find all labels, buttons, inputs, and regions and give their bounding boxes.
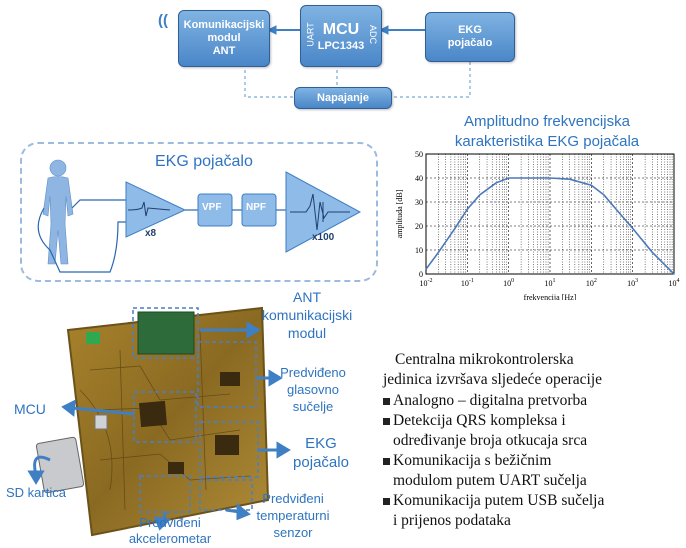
comm-module-block: Komunikacijski modul ANT (178, 10, 270, 67)
x-tick-label: 103 (627, 278, 638, 288)
description-intro-line2: jedinica izvršava sljedeće operacije (383, 371, 603, 388)
item-4-line1: Komunikacija putem USB sučelja (393, 492, 605, 509)
label-temp-line1: Predviđeni (262, 491, 324, 506)
label-audio-interface: Predviđeno glasovno sučelje (270, 364, 356, 415)
description-item-2: Detekcija QRS kompleksa i određivanje br… (383, 411, 683, 451)
amplifier-diagram-frame (20, 142, 378, 282)
power-block: Napajanje (294, 87, 392, 109)
label-ekg-line2: pojačalo (293, 454, 349, 471)
label-ant-line2: komunikacijski (262, 307, 353, 323)
description-intro-line1: Centralna mikrokontrolerska (395, 351, 574, 368)
x-tick-label: 10-2 (420, 278, 433, 288)
x-axis-label: frekvencija [Hz] (524, 293, 577, 300)
mcu-title: MCU (322, 20, 360, 38)
y-axis-label: amplituda [dB] (395, 189, 404, 238)
adc-label: ADC (367, 24, 378, 45)
bullet-icon (383, 417, 390, 425)
description-item-1: Analogno – digitalna pretvorba (383, 391, 683, 411)
y-tick-label: 10 (415, 246, 423, 255)
frequency-response-chart: 10-2 10-1 100 101 102 103 104 0 10 20 30 40 50 frekve… (395, 150, 680, 300)
y-tick-label: 40 (415, 174, 423, 183)
bullet-icon (383, 397, 390, 405)
label-temp-line2: temperaturni (256, 508, 330, 523)
chart-title-line2: karakteristika EKG pojačala (454, 133, 640, 150)
label-temperature-sensor: Predviđeni temperaturni senzor (248, 490, 338, 541)
y-tick-label: 0 (419, 270, 423, 279)
x-tick-label: 100 (503, 278, 514, 288)
uart-label: UART (305, 22, 316, 47)
y-tick-label: 30 (415, 198, 423, 207)
amplifier-diagram-title: EKG pojačalo (155, 153, 253, 170)
item-1-line1: Analogno – digitalna pretvorba (393, 392, 588, 409)
description-block: Centralna mikrokontrolerska jedinica izv… (383, 350, 683, 531)
ekg-block-line2: pojačalo (447, 37, 493, 49)
description-item-3: Komunikacija s bežičnim modulom putem UA… (383, 451, 683, 491)
label-accel-line1: Predviđeni (139, 515, 201, 530)
label-accelerometer: Predviđeni akcelerometar (118, 515, 222, 547)
x-tick-label: 10-1 (461, 278, 474, 288)
sd-card-slot (35, 436, 85, 494)
mcu-chip (139, 400, 167, 428)
item-2-line1: Detekcija QRS kompleksa i (393, 412, 566, 429)
label-accel-line2: akcelerometar (128, 531, 212, 546)
npf-label: NPF (246, 202, 266, 213)
item-3-line1: Komunikacija s bežičnim (393, 452, 552, 469)
label-audio-line2: glasovno (286, 382, 340, 397)
item-2-line2: određivanje broja otkucaja srca (393, 432, 588, 449)
label-sd-card: SD kartica (6, 485, 66, 500)
power-label: Napajanje (317, 91, 369, 104)
chart-title: Amplitudno frekvencijska karakteristika … (432, 112, 662, 152)
label-ekg-amplifier: EKG pojačalo (285, 434, 357, 472)
y-tick-label: 50 (415, 150, 423, 159)
item-3-line2: modulom putem UART sučelja (393, 472, 587, 489)
x-tick-label: 102 (586, 278, 597, 288)
ekg-block-line1: EKG (458, 24, 482, 36)
ant-module (137, 311, 195, 355)
comm-module-line3: ANT (212, 45, 236, 57)
amplifier-diagram-graphic (37, 159, 362, 273)
response-curve (425, 177, 675, 275)
label-temp-line3: senzor (273, 525, 313, 540)
label-ekg-line1: EKG (305, 435, 337, 452)
label-audio-line3: sučelje (292, 399, 334, 414)
x-tick-label: 101 (545, 278, 556, 288)
bullet-icon (383, 457, 390, 465)
mcu-model: LPC1343 (317, 39, 365, 52)
label-ant-line3: modul (287, 325, 327, 341)
chart-title-line1: Amplitudno frekvencijska (464, 113, 630, 130)
gain-x8-label: x8 (145, 228, 157, 239)
label-ant-module: ANT komunikacijski modul (262, 288, 352, 342)
bullet-icon (383, 497, 390, 505)
x-tick-label: 104 (669, 278, 680, 288)
block-diagram-connectors (244, 25, 471, 98)
gain-x100-label: x100 (312, 232, 335, 243)
label-audio-line1: Predviđeno (280, 365, 346, 380)
ekg-amplifier-block: EKG pojačalo (425, 12, 515, 62)
vpf-label: VPF (202, 202, 222, 213)
first-amplifier-icon (125, 181, 187, 238)
comm-module-line1: Komunikacijski (183, 19, 265, 31)
label-mcu: MCU (14, 401, 46, 417)
comm-module-line2: modul (207, 32, 241, 44)
human-silhouette-icon (42, 159, 74, 265)
label-ant-line1: ANT (293, 289, 321, 305)
pcb-photo (27, 306, 291, 537)
second-amplifier-icon (285, 171, 362, 253)
mcu-block: MCU LPC1343 UART ADC (300, 5, 382, 67)
y-tick-label: 20 (415, 222, 423, 231)
description-item-4: Komunikacija putem USB sučelja i prijeno… (383, 491, 683, 531)
wireless-icon: (( (158, 12, 168, 29)
item-4-line2: i prijenos podataka (393, 512, 511, 529)
